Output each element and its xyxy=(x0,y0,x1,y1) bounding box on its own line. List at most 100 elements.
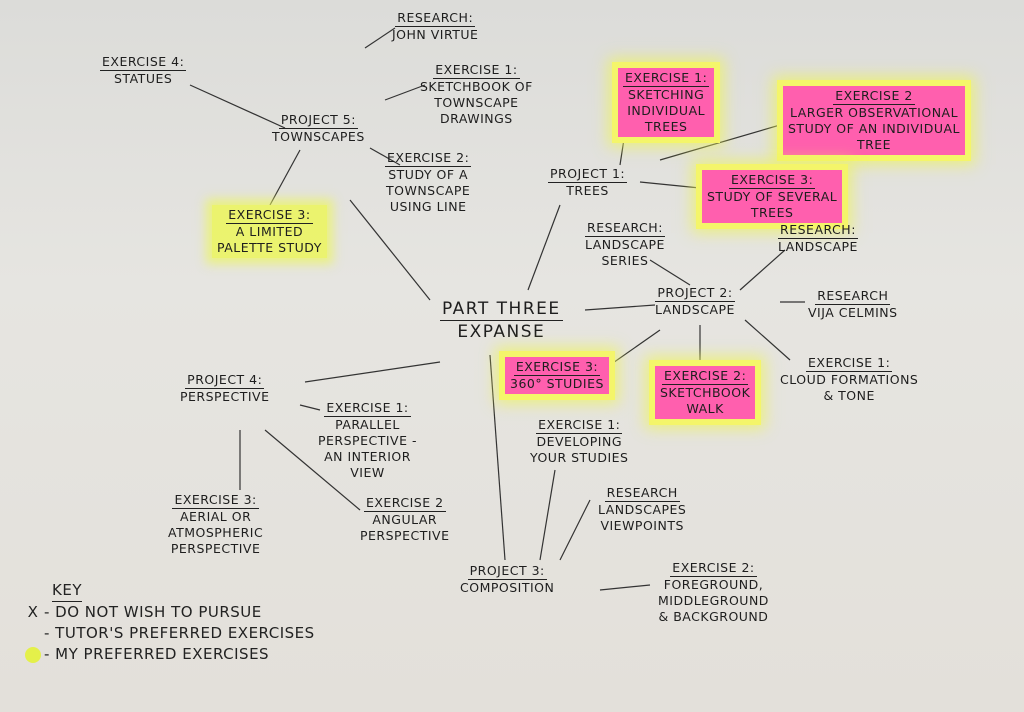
node-p3-exercise-1: Exercise 1:Developingyour studies xyxy=(530,417,628,466)
node-text: Landscape xyxy=(778,239,858,254)
node-p3-exercise-2: Exercise 2:Foreground,middleground& back… xyxy=(658,560,769,625)
node-text: Composition xyxy=(460,580,555,595)
key-label: - Do not wish to pursue xyxy=(44,603,262,621)
connector-line xyxy=(189,84,286,129)
connector-line xyxy=(349,199,431,301)
node-heading: Exercise 2 xyxy=(363,495,446,512)
node-text: Landscape xyxy=(585,237,665,252)
node-p1-exercise-1: Exercise 1:Sketchingindividualtrees xyxy=(618,68,715,137)
node-text: perspective - xyxy=(318,433,417,448)
node-p5-exercise-3: Exercise 3:A limitedpalette study xyxy=(212,205,327,258)
node-heading: Research: xyxy=(585,220,665,237)
node-text: Townscapes xyxy=(272,129,365,144)
connector-line xyxy=(369,147,401,166)
node-heading: Exercise 2: xyxy=(661,368,749,385)
node-text: & background xyxy=(658,609,769,624)
node-p4-exercise-2: Exercise 2Angularperspective xyxy=(360,495,450,544)
node-research-landscape: Research:Landscape xyxy=(778,222,858,255)
node-heading: Project 2: xyxy=(655,285,735,302)
key-label: - My preferred exercises xyxy=(44,645,270,663)
node-text: Sketchbook of xyxy=(420,79,533,94)
node-p1-exercise-2: Exercise 2Larger observationalstudy of a… xyxy=(783,86,966,155)
node-text: Expanse xyxy=(457,322,546,342)
node-p2-exercise-3: Exercise 3:360° studies xyxy=(505,357,609,394)
connector-line xyxy=(559,499,591,561)
node-text: Foreground, xyxy=(663,577,764,592)
connector-line xyxy=(739,249,786,291)
x-mark-icon: X xyxy=(27,603,39,621)
node-p2-exercise-2: Exercise 2:Sketchbookwalk xyxy=(655,366,756,419)
node-heading: Exercise 1: xyxy=(806,355,893,372)
connector-line xyxy=(659,124,781,161)
node-heading: Exercise 3: xyxy=(513,359,601,376)
legend-key: Key X - Do not wish to pursue - Tutor's … xyxy=(22,580,315,665)
connector-line xyxy=(584,304,656,311)
node-heading: Exercise 3: xyxy=(728,172,816,189)
node-heading: Exercise 3: xyxy=(172,492,259,509)
node-text: series xyxy=(601,253,649,268)
node-part-three: Part ThreeExpanse xyxy=(440,298,563,343)
connector-line xyxy=(639,181,701,189)
node-heading: Project 3: xyxy=(467,563,547,580)
node-exercise-4-statues: Exercise 4:Statues xyxy=(100,54,187,87)
node-text: townscape xyxy=(434,95,519,110)
node-text: individual xyxy=(627,103,706,118)
node-research-vija-celmins: ResearchVija Celmins xyxy=(808,288,898,321)
node-text: Sketching xyxy=(628,87,705,102)
node-text: & tone xyxy=(823,388,875,403)
node-p5-exercise-1: Exercise 1:Sketchbook oftownscapedrawing… xyxy=(420,62,533,127)
node-text: Sketchbook xyxy=(660,385,751,400)
node-text: your studies xyxy=(530,450,629,465)
node-heading: Research xyxy=(604,485,680,502)
node-heading: Exercise 1: xyxy=(536,417,623,434)
node-text: an interior xyxy=(324,449,411,464)
node-heading: Exercise 1: xyxy=(433,62,520,79)
node-text: walk xyxy=(686,401,724,416)
node-research-john-virtue: Research:John Virtue xyxy=(392,10,478,43)
node-text: Landscape xyxy=(655,302,735,317)
node-heading: Research: xyxy=(395,10,476,27)
node-p4-exercise-3: Exercise 3:Aerial oratmosphericperspecti… xyxy=(168,492,263,557)
key-item-my-preferred: - My preferred exercises xyxy=(22,644,315,665)
connector-line xyxy=(599,584,651,591)
node-text: Developing xyxy=(536,434,623,449)
node-text: drawings xyxy=(440,111,513,126)
node-project-1: Project 1:Trees xyxy=(548,166,628,199)
node-p2-exercise-1: Exercise 1:Cloud formations& tone xyxy=(780,355,918,404)
node-heading: Exercise 2: xyxy=(670,560,757,577)
node-text: Angular xyxy=(372,512,438,527)
node-heading: Research: xyxy=(778,222,858,239)
node-text: palette study xyxy=(217,240,322,255)
node-heading: Part Three xyxy=(440,299,563,321)
connector-line xyxy=(384,84,426,101)
yellow-swatch-icon xyxy=(25,646,41,663)
node-research-landscapes-viewpoints: ResearchLandscapesviewpoints xyxy=(598,485,686,534)
node-text: perspective xyxy=(360,528,450,543)
node-p4-exercise-1: Exercise 1:Parallelperspective -an inter… xyxy=(318,400,417,481)
node-heading: Exercise 1: xyxy=(324,400,411,417)
connector-line xyxy=(649,259,691,286)
node-text: townscape xyxy=(385,183,471,198)
node-heading: Project 5: xyxy=(278,112,358,129)
node-text: Parallel xyxy=(335,417,400,432)
node-text: tree xyxy=(856,137,892,152)
connector-line xyxy=(489,354,506,561)
key-item-tutor-preferred: - Tutor's preferred exercises xyxy=(22,623,315,644)
connector-line xyxy=(744,319,791,361)
node-heading: Exercise 3: xyxy=(226,207,313,224)
connector-line xyxy=(527,204,561,291)
connector-line xyxy=(364,27,396,49)
connector-line xyxy=(539,469,556,561)
node-text: A limited xyxy=(235,224,304,239)
node-text: Vija Celmins xyxy=(808,305,898,320)
node-project-2: Project 2:Landscape xyxy=(655,285,735,318)
node-heading: Exercise 2 xyxy=(833,88,915,105)
node-text: trees xyxy=(750,205,794,220)
node-heading: Research xyxy=(815,288,891,305)
node-project-5: Project 5:Townscapes xyxy=(272,112,365,145)
node-project-3: Project 3:Composition xyxy=(460,563,554,596)
node-text: Study of a xyxy=(388,167,469,182)
node-research-landscape-series: Research:Landscapeseries xyxy=(585,220,665,269)
